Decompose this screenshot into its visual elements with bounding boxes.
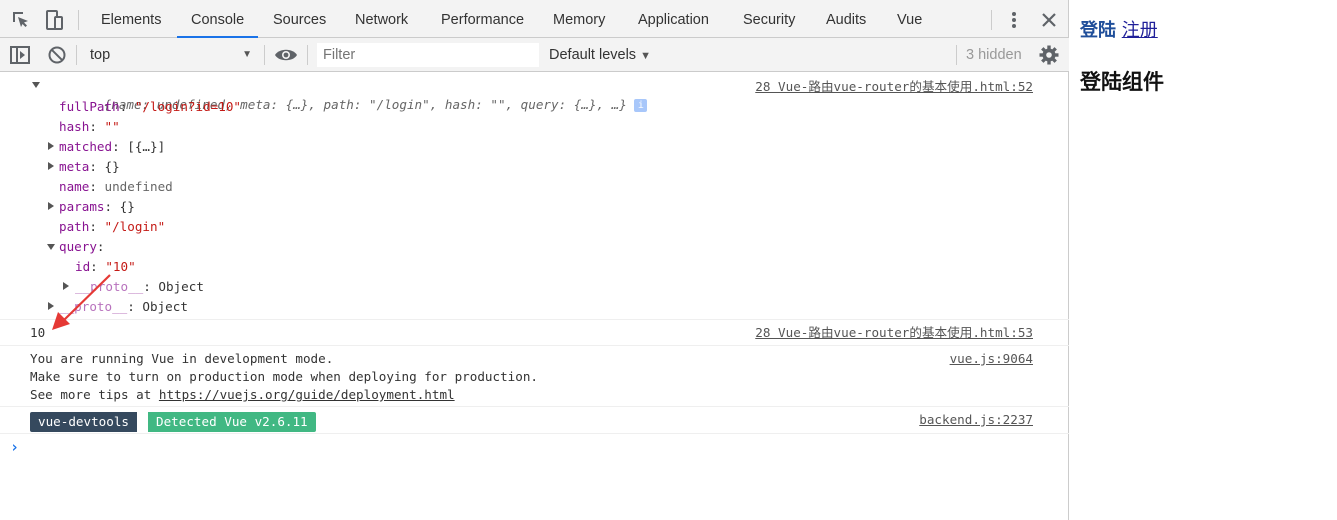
tab-elements[interactable]: Elements (101, 12, 162, 28)
caret-down-icon: ▼ (640, 50, 651, 62)
login-link[interactable]: 登陆 (1080, 20, 1116, 41)
gear-icon[interactable] (1038, 44, 1060, 66)
object-summary[interactable]: {name: undefined, meta: {…}, path: "/log… (43, 78, 648, 112)
tab-security[interactable]: Security (743, 12, 796, 28)
context-value: top (90, 47, 111, 63)
vue-devtools-badge: vue-devtools (30, 412, 137, 432)
log-levels-dropdown[interactable]: Default levels ▼ (549, 42, 651, 68)
console-messages: {name: undefined, meta: {…}, path: "/log… (0, 72, 1069, 520)
login-component-heading: 登陆组件 (1080, 70, 1164, 94)
log-levels-label: Default levels (549, 47, 637, 63)
console-message-vue-dev: You are running Vue in development mode.… (0, 346, 1069, 407)
inspect-element-icon[interactable] (10, 9, 32, 31)
tab-network[interactable]: Network (355, 12, 409, 28)
clear-console-icon[interactable] (47, 45, 67, 65)
logged-value: 10 (30, 325, 46, 340)
tab-sources[interactable]: Sources (273, 12, 327, 28)
devtools-panel: Elements Console Sources Network Perform… (0, 0, 1069, 520)
tab-vue[interactable]: Vue (897, 12, 923, 28)
chevron-down-icon: ▼ (242, 49, 252, 60)
expand-triangle-icon[interactable] (48, 142, 54, 150)
expand-triangle-icon[interactable] (47, 244, 55, 250)
vue-dev-line-1: You are running Vue in development mode. (30, 351, 334, 366)
tab-memory[interactable]: Memory (553, 12, 606, 28)
expand-triangle-icon[interactable] (32, 82, 40, 88)
filter-input[interactable] (317, 43, 539, 67)
devtools-tabbar: Elements Console Sources Network Perform… (0, 0, 1068, 38)
source-link-backend[interactable]: backend.js:2237 (919, 412, 1033, 427)
prop-fullpath: fullPath: "/login?id=10" (59, 99, 241, 114)
expand-triangle-icon[interactable] (48, 302, 54, 310)
close-icon[interactable] (1038, 9, 1060, 31)
source-link-vue[interactable]: vue.js:9064 (949, 351, 1033, 366)
prop-query-id: id: "10" (75, 259, 136, 274)
context-selector[interactable]: top ▼ (84, 42, 260, 68)
prop-query-proto[interactable]: __proto__: Object (75, 279, 204, 294)
prop-meta[interactable]: meta: {} (59, 159, 120, 174)
device-toolbar-icon[interactable] (43, 9, 65, 31)
prop-query[interactable]: query: (59, 239, 105, 254)
tab-application[interactable]: Application (638, 12, 709, 28)
source-link-52[interactable]: 28 Vue-路由vue-router的基本使用.html:52 (755, 79, 1033, 94)
prop-hash: hash: "" (59, 119, 120, 134)
vue-version-badge: Detected Vue v2.6.11 (148, 412, 316, 432)
expand-triangle-icon[interactable] (48, 162, 54, 170)
prop-params[interactable]: params: {} (59, 199, 135, 214)
page-preview: 登陆 注册 登陆组件 (1070, 0, 1337, 520)
prop-path: path: "/login" (59, 219, 166, 234)
more-options-icon[interactable] (1003, 9, 1025, 31)
console-toolbar: top ▼ Default levels ▼ 3 hidden (0, 38, 1069, 72)
prop-name: name: undefined (59, 179, 173, 194)
console-message-devtools: vue-devtools Detected Vue v2.6.11 backen… (0, 407, 1069, 434)
prop-matched[interactable]: matched: [{…}] (59, 139, 166, 154)
deployment-link[interactable]: https://vuejs.org/guide/deployment.html (158, 387, 455, 402)
tab-console[interactable]: Console (177, 0, 259, 38)
console-prompt-icon[interactable]: › (10, 438, 20, 456)
console-message-route: {name: undefined, meta: {…}, path: "/log… (0, 72, 1069, 320)
source-link-53[interactable]: 28 Vue-路由vue-router的基本使用.html:53 (755, 325, 1033, 340)
tab-audits[interactable]: Audits (826, 12, 867, 28)
prop-proto[interactable]: __proto__: Object (59, 299, 188, 314)
register-link[interactable]: 注册 (1121, 20, 1158, 41)
info-icon: i (634, 99, 648, 112)
page-nav: 登陆 注册 (1080, 16, 1158, 42)
vue-dev-line-3: See more tips at https://vuejs.org/guide… (30, 387, 455, 402)
vue-dev-line-2: Make sure to turn on production mode whe… (30, 369, 538, 384)
expand-triangle-icon[interactable] (48, 202, 54, 210)
hidden-messages-count: 3 hidden (966, 47, 1022, 63)
console-message-value: 10 28 Vue-路由vue-router的基本使用.html:53 (0, 320, 1069, 346)
live-expression-eye-icon[interactable] (274, 47, 298, 63)
expand-triangle-icon[interactable] (63, 282, 69, 290)
tab-performance[interactable]: Performance (441, 12, 525, 28)
sidebar-toggle-icon[interactable] (10, 46, 30, 64)
